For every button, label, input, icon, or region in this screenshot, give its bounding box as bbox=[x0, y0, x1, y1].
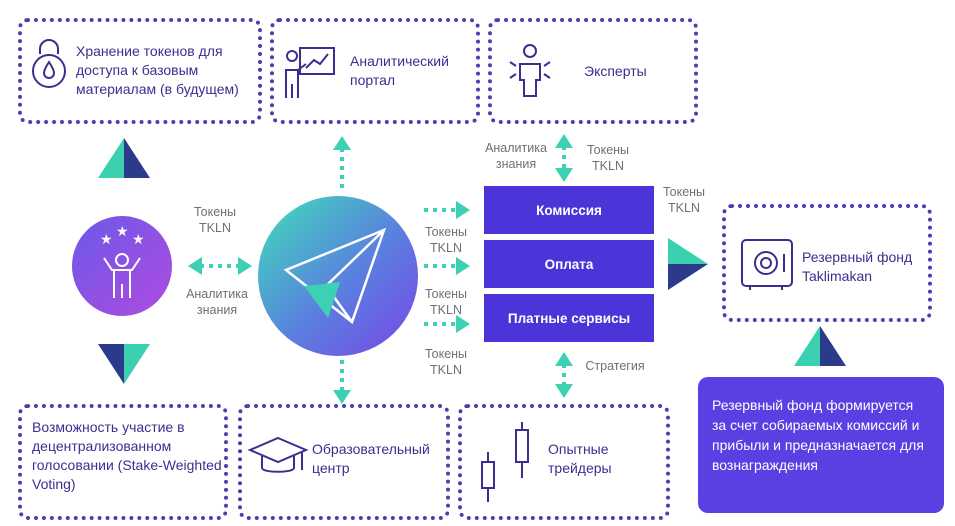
box-voting bbox=[18, 404, 228, 520]
box-token-storage bbox=[18, 18, 262, 124]
label-tokens-bar3: Токены TKLN bbox=[424, 347, 468, 377]
safe-icon bbox=[741, 239, 793, 290]
box-education bbox=[238, 404, 450, 520]
box-analytics-portal bbox=[270, 18, 480, 124]
education-text: Образовательный центр bbox=[312, 441, 430, 476]
traders-text: Опытные трейдеры bbox=[548, 441, 612, 476]
label-tokens-reserve: Токены TKLN bbox=[662, 185, 706, 215]
arrow-traders-bidirectional bbox=[555, 352, 573, 398]
reserve-fund-note: Резервный фонд формируется за счет собир… bbox=[698, 377, 944, 513]
label-strategy: Стратегия bbox=[585, 359, 645, 373]
label-analytics-left: Аналитика знания bbox=[186, 287, 248, 317]
label-tokens-left: Токены TKLN bbox=[193, 205, 237, 235]
label-tokens-bar1: Токены TKLN bbox=[424, 225, 468, 255]
arrow-bidirectional-left bbox=[188, 257, 252, 275]
token-storage-text: Хранение токенов для доступа к базовым м… bbox=[76, 43, 239, 97]
graduation-cap-icon bbox=[247, 436, 309, 473]
triangle-up-reserve bbox=[794, 326, 846, 366]
analytics-portal-text: Аналитический портал bbox=[350, 53, 449, 88]
candlestick-icon bbox=[481, 422, 529, 502]
triangle-right-reserve bbox=[668, 238, 708, 290]
box-reserve-fund bbox=[722, 204, 932, 322]
drop-lock-icon bbox=[32, 39, 66, 88]
experts-text: Эксперты bbox=[584, 63, 647, 79]
bar-commission: Комиссия bbox=[484, 186, 654, 234]
svg-text:★: ★ bbox=[116, 224, 129, 240]
reserve-fund-text: Резервный фонд Taklimakan bbox=[802, 249, 913, 284]
label-analytics-top: Аналитика знания bbox=[485, 141, 547, 171]
expert-person-icon bbox=[509, 44, 551, 97]
voting-text: Возможность участие в децентрализованном… bbox=[32, 419, 222, 492]
arrow-to-commission bbox=[424, 201, 470, 219]
label-tokens-top: Токены TKLN bbox=[586, 143, 630, 173]
svg-text:★: ★ bbox=[132, 232, 145, 248]
arrow-center-down bbox=[333, 360, 351, 404]
presenter-chart-icon bbox=[285, 47, 335, 98]
svg-text:★: ★ bbox=[100, 232, 113, 248]
triangle-up-left bbox=[98, 138, 150, 178]
arrow-to-payment bbox=[424, 257, 470, 275]
voter-person-icon: ★ ★ ★ bbox=[72, 216, 172, 316]
bar-paid-services: Платные сервисы bbox=[484, 294, 654, 342]
label-tokens-bar2: Токены TKLN bbox=[424, 287, 468, 317]
arrow-to-paid-services bbox=[424, 315, 470, 333]
arrow-center-up bbox=[333, 136, 351, 188]
bar-payment: Оплата bbox=[484, 240, 654, 288]
arrow-experts-bidirectional bbox=[555, 134, 573, 182]
box-experts bbox=[488, 18, 698, 124]
triangle-down-left bbox=[98, 344, 150, 384]
paper-plane-logo bbox=[258, 196, 418, 356]
